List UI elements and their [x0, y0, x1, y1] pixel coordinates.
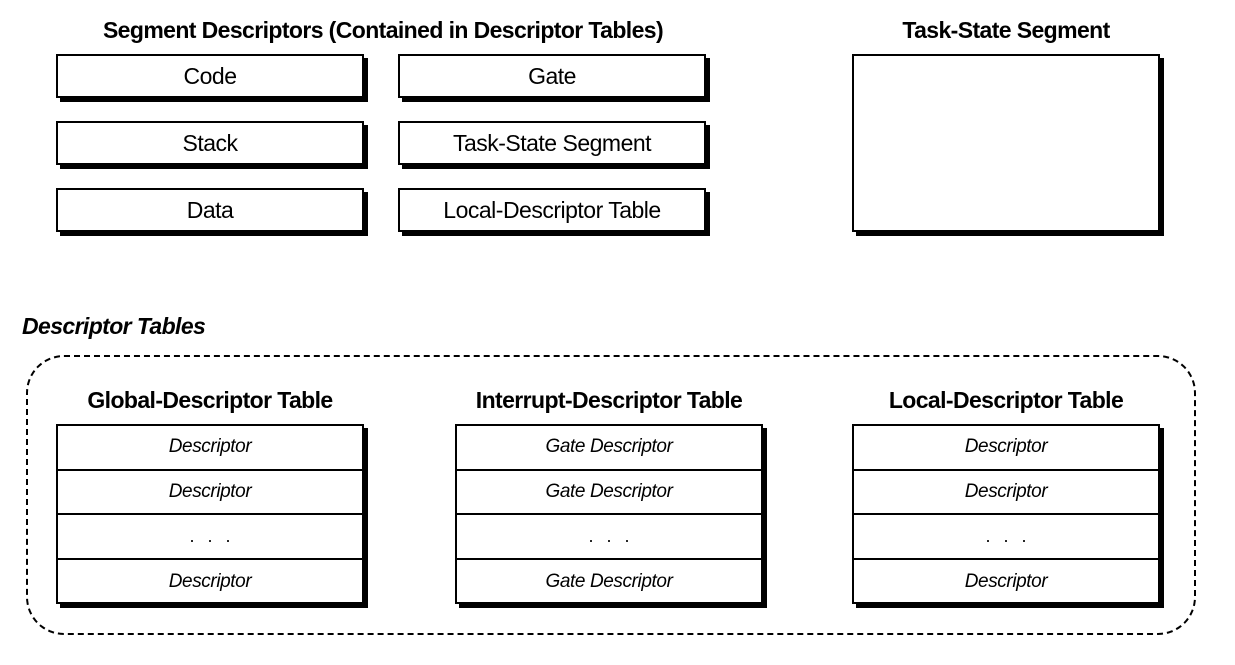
ldt-row: Descriptor [854, 471, 1158, 515]
idt-table: Gate Descriptor Gate Descriptor . . . Ga… [455, 424, 763, 604]
ldt-descriptor-box: Local-Descriptor Table [398, 188, 706, 232]
gdt-row: Descriptor [58, 426, 362, 471]
task-state-segment-title: Task-State Segment [902, 17, 1110, 43]
ldt-table: Descriptor Descriptor . . . Descriptor [852, 424, 1160, 604]
gdt-row: Descriptor [168, 570, 252, 592]
idt-title: Interrupt-Descriptor Table [475, 387, 743, 413]
task-state-segment-box [852, 54, 1160, 232]
ldt-row: Descriptor [854, 426, 1158, 471]
gdt-row: Descriptor [58, 471, 362, 515]
segment-descriptors-title: Segment Descriptors (Contained in Descri… [102, 17, 664, 43]
idt-row: Gate Descriptor [545, 570, 673, 592]
code-descriptor-box: Code [56, 54, 364, 98]
ldt-row-ellipsis: . . . [854, 515, 1158, 560]
tss-descriptor-label: Task-State Segment [452, 129, 652, 156]
descriptor-tables-region [26, 355, 1196, 635]
code-descriptor-label: Code [183, 62, 237, 89]
idt-row: Gate Descriptor [457, 471, 761, 515]
idt-row: Gate Descriptor [457, 426, 761, 471]
stack-descriptor-label: Stack [182, 129, 238, 156]
gdt-row-ellipsis: . . . [58, 515, 362, 560]
data-descriptor-box: Data [56, 188, 364, 232]
ldt-title: Local-Descriptor Table [888, 387, 1124, 413]
ldt-row: Descriptor [964, 570, 1048, 592]
descriptor-tables-title: Descriptor Tables [22, 313, 206, 339]
gate-descriptor-label: Gate [528, 62, 576, 89]
stack-descriptor-box: Stack [56, 121, 364, 165]
idt-row-ellipsis: . . . [457, 515, 761, 560]
data-descriptor-label: Data [186, 196, 234, 223]
gate-descriptor-box: Gate [398, 54, 706, 98]
tss-descriptor-box: Task-State Segment [398, 121, 706, 165]
ldt-descriptor-label: Local-Descriptor Table [443, 196, 661, 223]
gdt-title: Global-Descriptor Table [87, 387, 333, 413]
gdt-table: Descriptor Descriptor . . . Descriptor [56, 424, 364, 604]
